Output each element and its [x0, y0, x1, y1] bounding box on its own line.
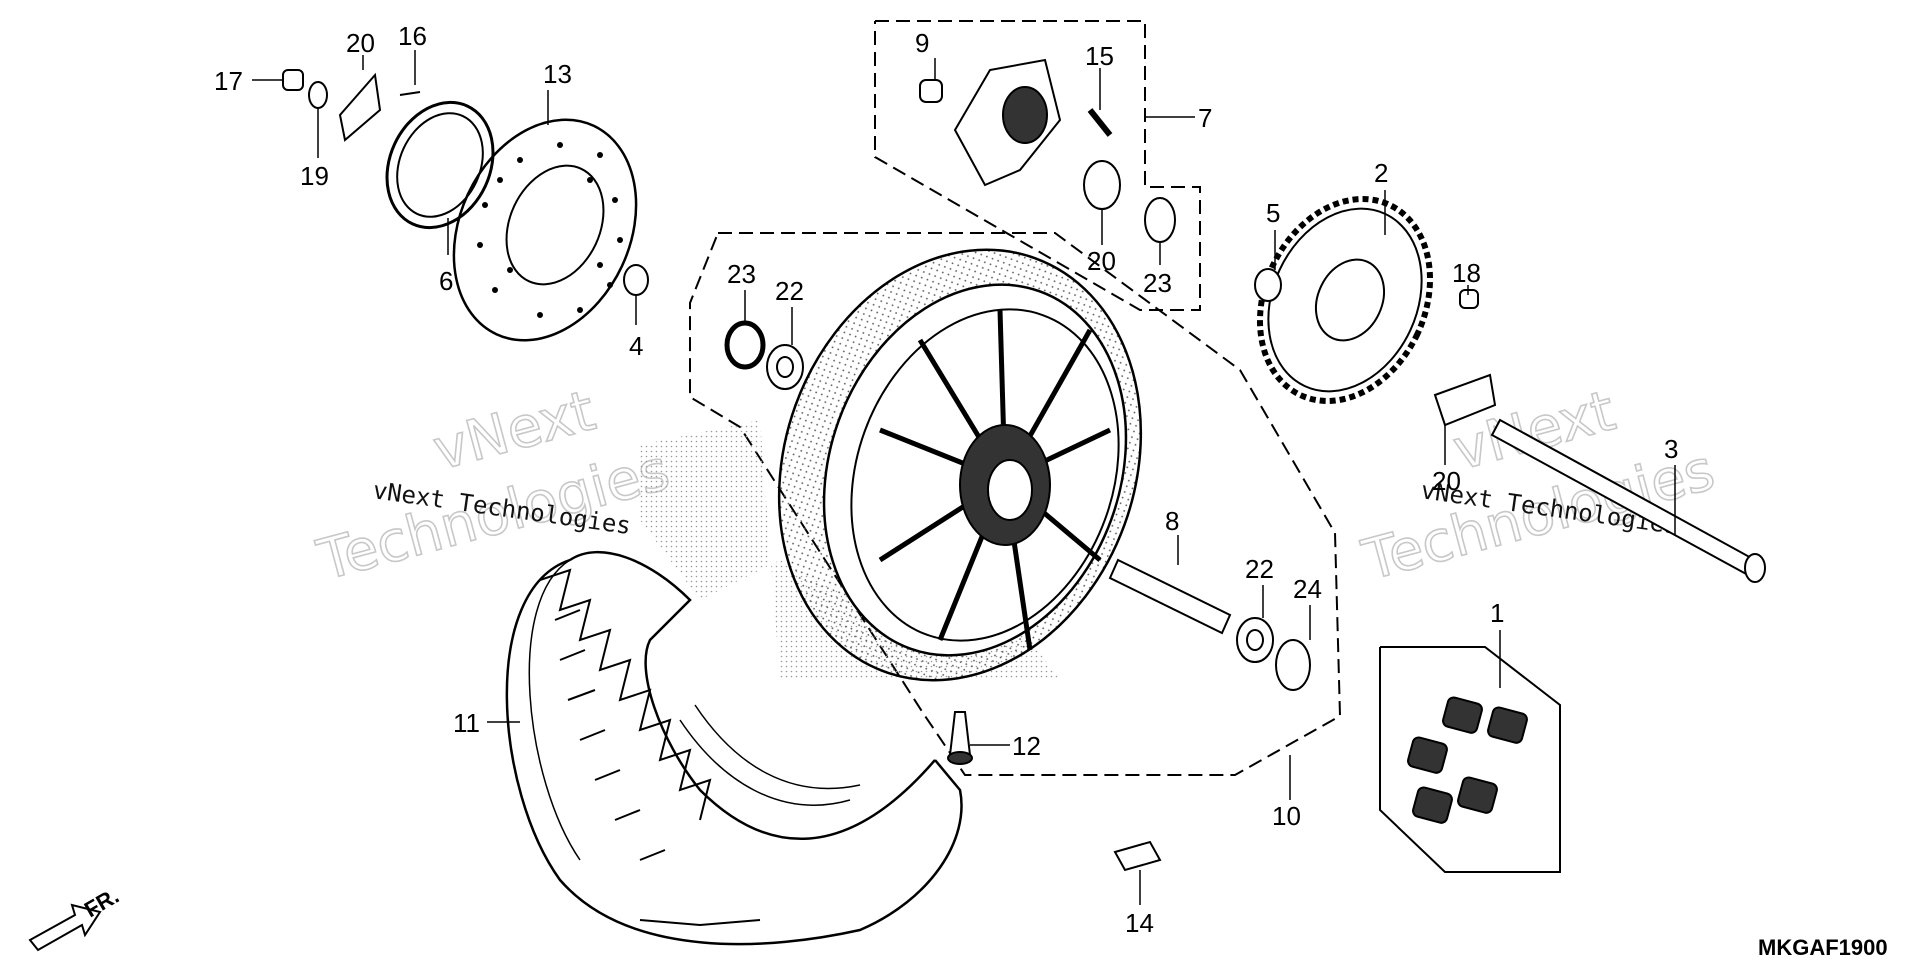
group-box-10 — [689, 232, 1342, 776]
callout-labels: 17 20 16 19 13 6 4 9 15 7 20 23 2 5 18 2… — [214, 21, 1678, 938]
sprocket-drawing — [1254, 196, 1497, 427]
callout-15: 15 — [1085, 41, 1114, 71]
callout-16: 16 — [398, 21, 427, 51]
balance-weight-drawing — [1113, 840, 1162, 872]
leader-lines — [252, 50, 1676, 905]
wheel-drawing — [777, 248, 1143, 682]
callout-24: 24 — [1293, 574, 1322, 604]
callout-13: 13 — [543, 59, 572, 89]
callout-3: 3 — [1664, 434, 1678, 464]
callout-9: 9 — [915, 28, 929, 58]
callout-14: 14 — [1125, 908, 1154, 938]
callout-11: 11 — [453, 708, 480, 738]
callout-4: 4 — [629, 331, 643, 361]
hub-flange-drawing — [919, 58, 1176, 243]
callout-12: 12 — [1012, 731, 1041, 761]
callout-17: 17 — [214, 66, 243, 96]
callout-6: 6 — [439, 266, 453, 296]
callout-23-left: 23 — [727, 259, 756, 289]
watermark-left: vNext Technologies vNext Technologies — [310, 378, 677, 595]
drawing-code: MKGAF1900 — [1758, 935, 1888, 960]
bearings-seals — [724, 320, 1311, 691]
callout-1: 1 — [1490, 598, 1504, 628]
axle-drawing — [1490, 418, 1766, 583]
disc-bracket-drawing — [385, 100, 495, 230]
tire-drawing — [505, 551, 963, 946]
callout-20-top: 20 — [346, 28, 375, 58]
callout-19: 19 — [300, 161, 329, 191]
callout-7: 7 — [1198, 103, 1212, 133]
callout-20-right: 20 — [1432, 466, 1461, 496]
callout-2: 2 — [1374, 158, 1388, 188]
front-arrow: FR. — [28, 883, 123, 952]
callout-10: 10 — [1272, 801, 1301, 831]
group-box-7 — [874, 20, 1201, 311]
small-parts-top-left — [282, 69, 649, 296]
watermark-right: vNext Technologies vNext Technologies — [1355, 378, 1722, 595]
callout-22-left: 22 — [775, 276, 804, 306]
callout-8: 8 — [1165, 506, 1179, 536]
callout-21: 20 — [1087, 246, 1116, 276]
group-box-1 — [1379, 646, 1561, 873]
collar-drawing — [1108, 558, 1232, 635]
callout-23-top: 23 — [1143, 268, 1172, 298]
damper-rubbers-drawing — [1407, 696, 1528, 824]
brake-disc-drawing — [452, 118, 638, 342]
callout-18: 18 — [1452, 258, 1481, 288]
valve-drawing — [947, 711, 973, 765]
callout-5: 5 — [1266, 198, 1280, 228]
callout-22-right: 22 — [1245, 554, 1274, 584]
